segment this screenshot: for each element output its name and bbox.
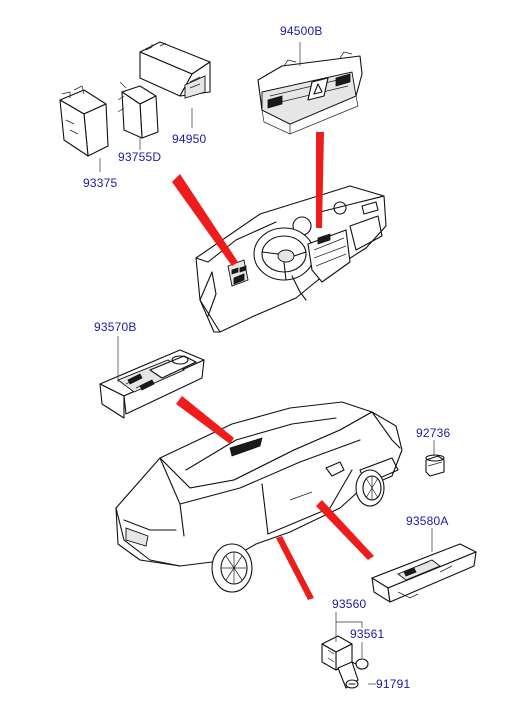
arrow-to-driver-door [176,396,234,444]
red-arrows [172,132,374,600]
label-93570B: 93570B [94,320,137,334]
arrow-to-center-panel [316,132,324,228]
label-93560: 93560 [332,597,367,611]
part-91791-screw[interactable] [345,679,359,689]
part-93580A-switch[interactable] [371,543,477,603]
label-93755D: 93755D [118,150,162,164]
part-92736-bulb[interactable] [425,454,445,477]
part-93561-plunger[interactable] [351,658,369,670]
label-94500B: 94500B [280,24,323,38]
dashboard-assembly [195,185,387,333]
leader-lines [99,42,435,685]
part-93755D-switch[interactable] [117,81,159,139]
car-body [115,401,403,593]
label-93561: 93561 [350,627,385,641]
arrow-to-passenger-door [316,500,374,560]
part-94950-switch[interactable] [139,41,211,99]
part-93570B-switch[interactable] [99,349,205,419]
label-94950: 94950 [172,132,207,146]
part-94500B-panel[interactable] [257,51,363,135]
label-93580A: 93580A [406,514,449,528]
part-93375-switch[interactable] [59,85,109,157]
label-93375: 93375 [83,176,118,190]
part-93560-door-switch[interactable] [321,635,359,689]
label-92736: 92736 [416,426,451,440]
arrow-to-dash-switches [172,174,238,266]
label-91791: 91791 [376,677,411,691]
arrow-to-door-switch [276,536,314,600]
